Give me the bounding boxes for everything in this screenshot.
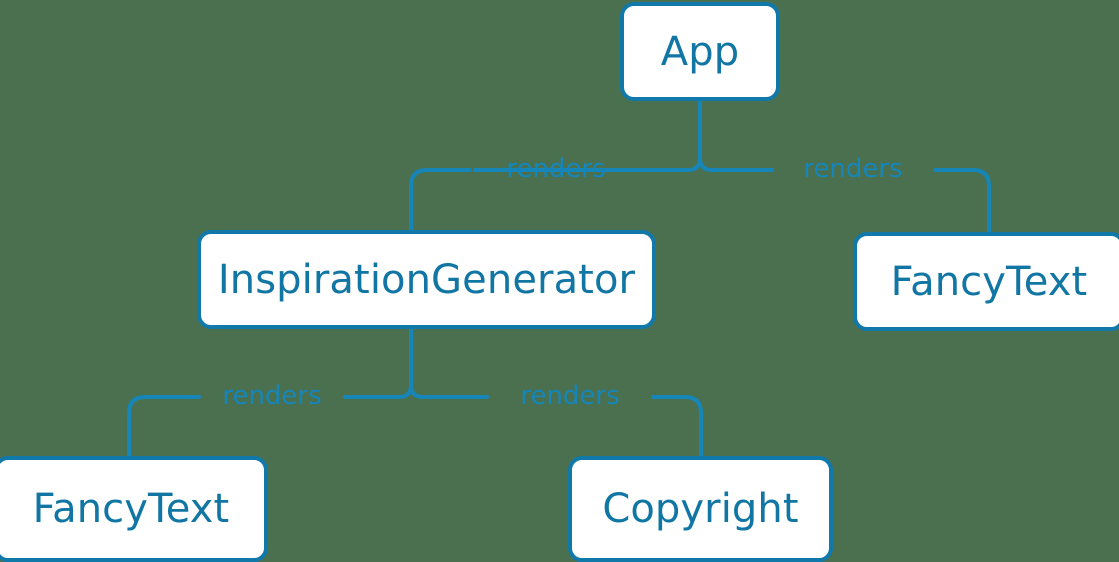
edge-label-app-to-inspiration-generator: renders xyxy=(506,154,606,184)
node-fancy-text-right[interactable]: FancyText xyxy=(853,232,1119,331)
node-app-label: App xyxy=(660,28,740,75)
node-inspiration-generator-label: InspirationGenerator xyxy=(217,256,636,303)
node-inspiration-generator[interactable]: InspirationGenerator xyxy=(197,230,656,329)
edge-label-inspiration-generator-to-copyright: renders xyxy=(520,381,620,411)
node-copyright[interactable]: Copyright xyxy=(568,456,833,562)
edge-label-app-to-fancy-text-right: renders xyxy=(803,154,903,184)
node-fancy-text-bottom-label: FancyText xyxy=(32,486,230,532)
node-app[interactable]: App xyxy=(620,2,780,101)
node-fancy-text-right-label: FancyText xyxy=(890,258,1088,305)
edge-label-inspiration-generator-to-fancy-text-bottom: renders xyxy=(222,381,322,411)
node-fancy-text-bottom[interactable]: FancyText xyxy=(0,456,268,562)
node-copyright-label: Copyright xyxy=(602,486,799,532)
